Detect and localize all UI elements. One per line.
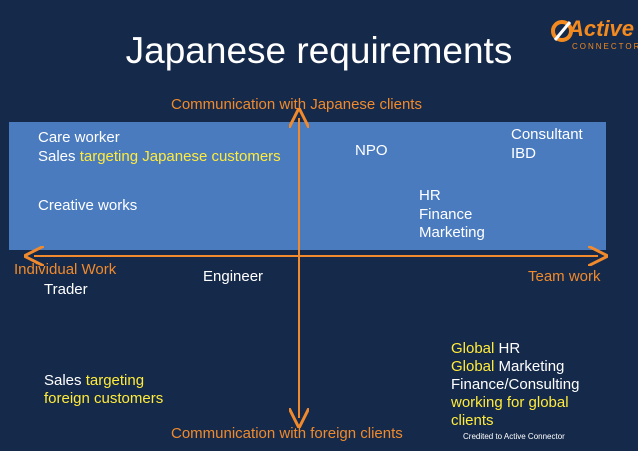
logo-subtext: CONNECTOR bbox=[572, 42, 638, 51]
item-working-global-line2: clients bbox=[451, 412, 494, 429]
item-hr: HR bbox=[419, 187, 441, 204]
item-working-global: working for global bbox=[451, 394, 569, 411]
item-sales-japanese: Sales targeting Japanese customers bbox=[38, 148, 281, 165]
credit-text: Credited to Active Connector bbox=[463, 432, 565, 441]
axis-label-right: Team work bbox=[528, 268, 601, 285]
item-finance-consulting: Finance/Consulting bbox=[451, 376, 580, 393]
logo-mark-icon bbox=[551, 20, 573, 42]
item-sales-foreign-line2: foreign customers bbox=[44, 390, 164, 407]
item-npo: NPO bbox=[355, 142, 388, 159]
axis-label-bottom: Communication with foreign clients bbox=[171, 425, 403, 442]
item-global-hr: Global HR bbox=[451, 340, 521, 357]
item-global-marketing: Global Marketing bbox=[451, 358, 565, 375]
item-consultant: Consultant bbox=[511, 126, 583, 143]
active-connector-logo: Active CONNECTOR bbox=[550, 16, 638, 52]
axis-label-left: Individual Work bbox=[14, 261, 117, 278]
item-finance: Finance bbox=[419, 206, 473, 223]
item-trader: Trader bbox=[44, 281, 88, 298]
item-creative-works: Creative works bbox=[38, 197, 138, 214]
axis-label-top: Communication with Japanese clients bbox=[171, 96, 422, 113]
logo-text: Active bbox=[568, 16, 635, 41]
item-engineer: Engineer bbox=[203, 268, 264, 285]
item-sales-foreign: Sales targeting bbox=[44, 372, 145, 389]
page-title: Japanese requirements bbox=[125, 30, 513, 71]
item-ibd: IBD bbox=[511, 145, 537, 162]
item-care-worker: Care worker bbox=[38, 129, 120, 146]
japanese-communication-band bbox=[9, 122, 606, 250]
item-marketing: Marketing bbox=[419, 224, 485, 241]
